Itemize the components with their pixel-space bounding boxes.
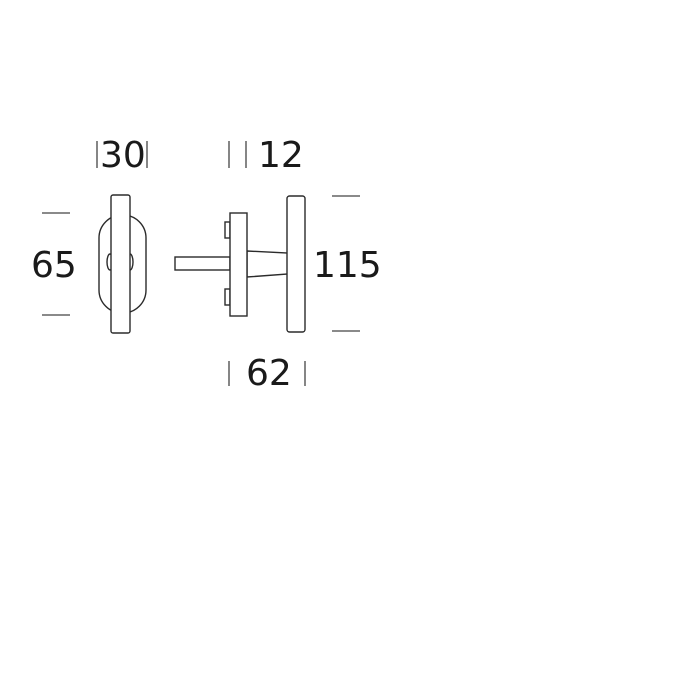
width-label: 30 [100, 135, 146, 176]
lever-height-label: 115 [313, 245, 382, 286]
rosette-tab-top [224, 221, 231, 239]
side-view: 12 115 62 [174, 135, 382, 394]
projection-label: 62 [246, 353, 292, 394]
neck [246, 250, 289, 278]
spindle [174, 256, 231, 271]
rosette-tab-bottom [224, 288, 231, 306]
rosette-plate [229, 212, 248, 317]
width-dimension: 30 [96, 135, 148, 176]
height-label: 65 [31, 245, 77, 286]
lever-height-dimension: 115 [313, 195, 382, 332]
front-view: 30 65 [31, 135, 148, 334]
lever-front [110, 194, 131, 334]
rosette-thickness-label: 12 [258, 135, 304, 176]
height-dimension: 65 [31, 212, 77, 316]
lever-side [286, 195, 306, 333]
rosette-thickness-dimension: 12 [228, 135, 304, 176]
projection-dimension: 62 [228, 353, 306, 394]
